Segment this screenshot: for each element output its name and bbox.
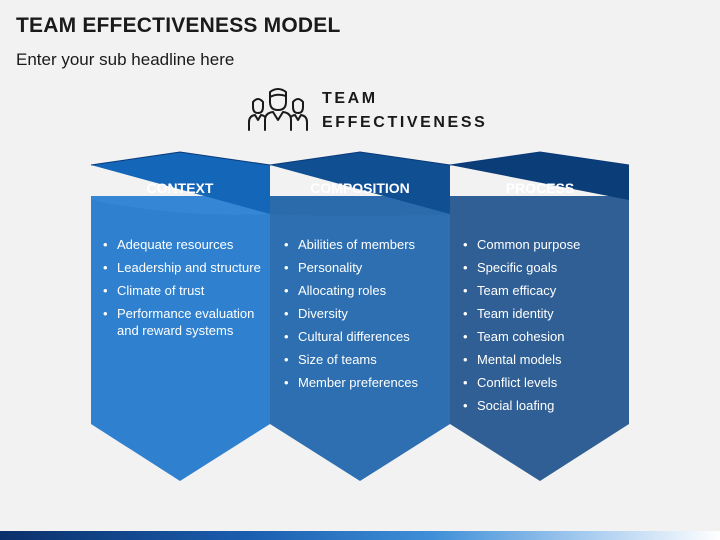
composition-list: Abilities of members Personality Allocat… xyxy=(282,236,444,397)
process-list: Common purpose Specific goals Team effic… xyxy=(461,236,623,420)
page-title: TEAM EFFECTIVENESS MODEL xyxy=(16,14,341,37)
composition-header-band xyxy=(270,152,450,214)
list-item: Leadership and structure xyxy=(101,259,263,276)
list-item: Performance evaluation and reward system… xyxy=(101,305,263,339)
list-item: Common purpose xyxy=(461,236,623,253)
list-item: Team cohesion xyxy=(461,328,623,345)
footer-accent-bar xyxy=(0,531,720,540)
list-item: Size of teams xyxy=(282,351,444,368)
center-label-line-1: TEAM xyxy=(322,90,378,107)
list-item: Conflict levels xyxy=(461,374,623,391)
column-heading-process: PROCESS xyxy=(505,180,575,196)
list-item: Team efficacy xyxy=(461,282,623,299)
list-item: Adequate resources xyxy=(101,236,263,253)
list-item: Allocating roles xyxy=(282,282,444,299)
list-item: Abilities of members xyxy=(282,236,444,253)
team-people-icon xyxy=(248,88,308,131)
list-item: Climate of trust xyxy=(101,282,263,299)
team-effectiveness-label: TEAM EFFECTIVENESS xyxy=(322,87,487,135)
context-list: Adequate resources Leadership and struct… xyxy=(101,236,263,345)
list-item: Mental models xyxy=(461,351,623,368)
list-item: Personality xyxy=(282,259,444,276)
column-heading-context: CONTEXT xyxy=(146,180,214,196)
page-subtitle: Enter your sub headline here xyxy=(16,50,235,69)
header-top-edge xyxy=(90,151,630,166)
list-item: Specific goals xyxy=(461,259,623,276)
column-heading-composition: COMPOSITION xyxy=(310,180,410,196)
list-item: Team identity xyxy=(461,305,623,322)
center-label-line-2: EFFECTIVENESS xyxy=(322,114,488,131)
list-item: Diversity xyxy=(282,305,444,322)
context-header-band xyxy=(91,152,270,214)
process-header-band xyxy=(450,152,629,200)
list-item: Member preferences xyxy=(282,374,444,391)
list-item: Social loafing xyxy=(461,397,623,414)
list-item: Cultural differences xyxy=(282,328,444,345)
